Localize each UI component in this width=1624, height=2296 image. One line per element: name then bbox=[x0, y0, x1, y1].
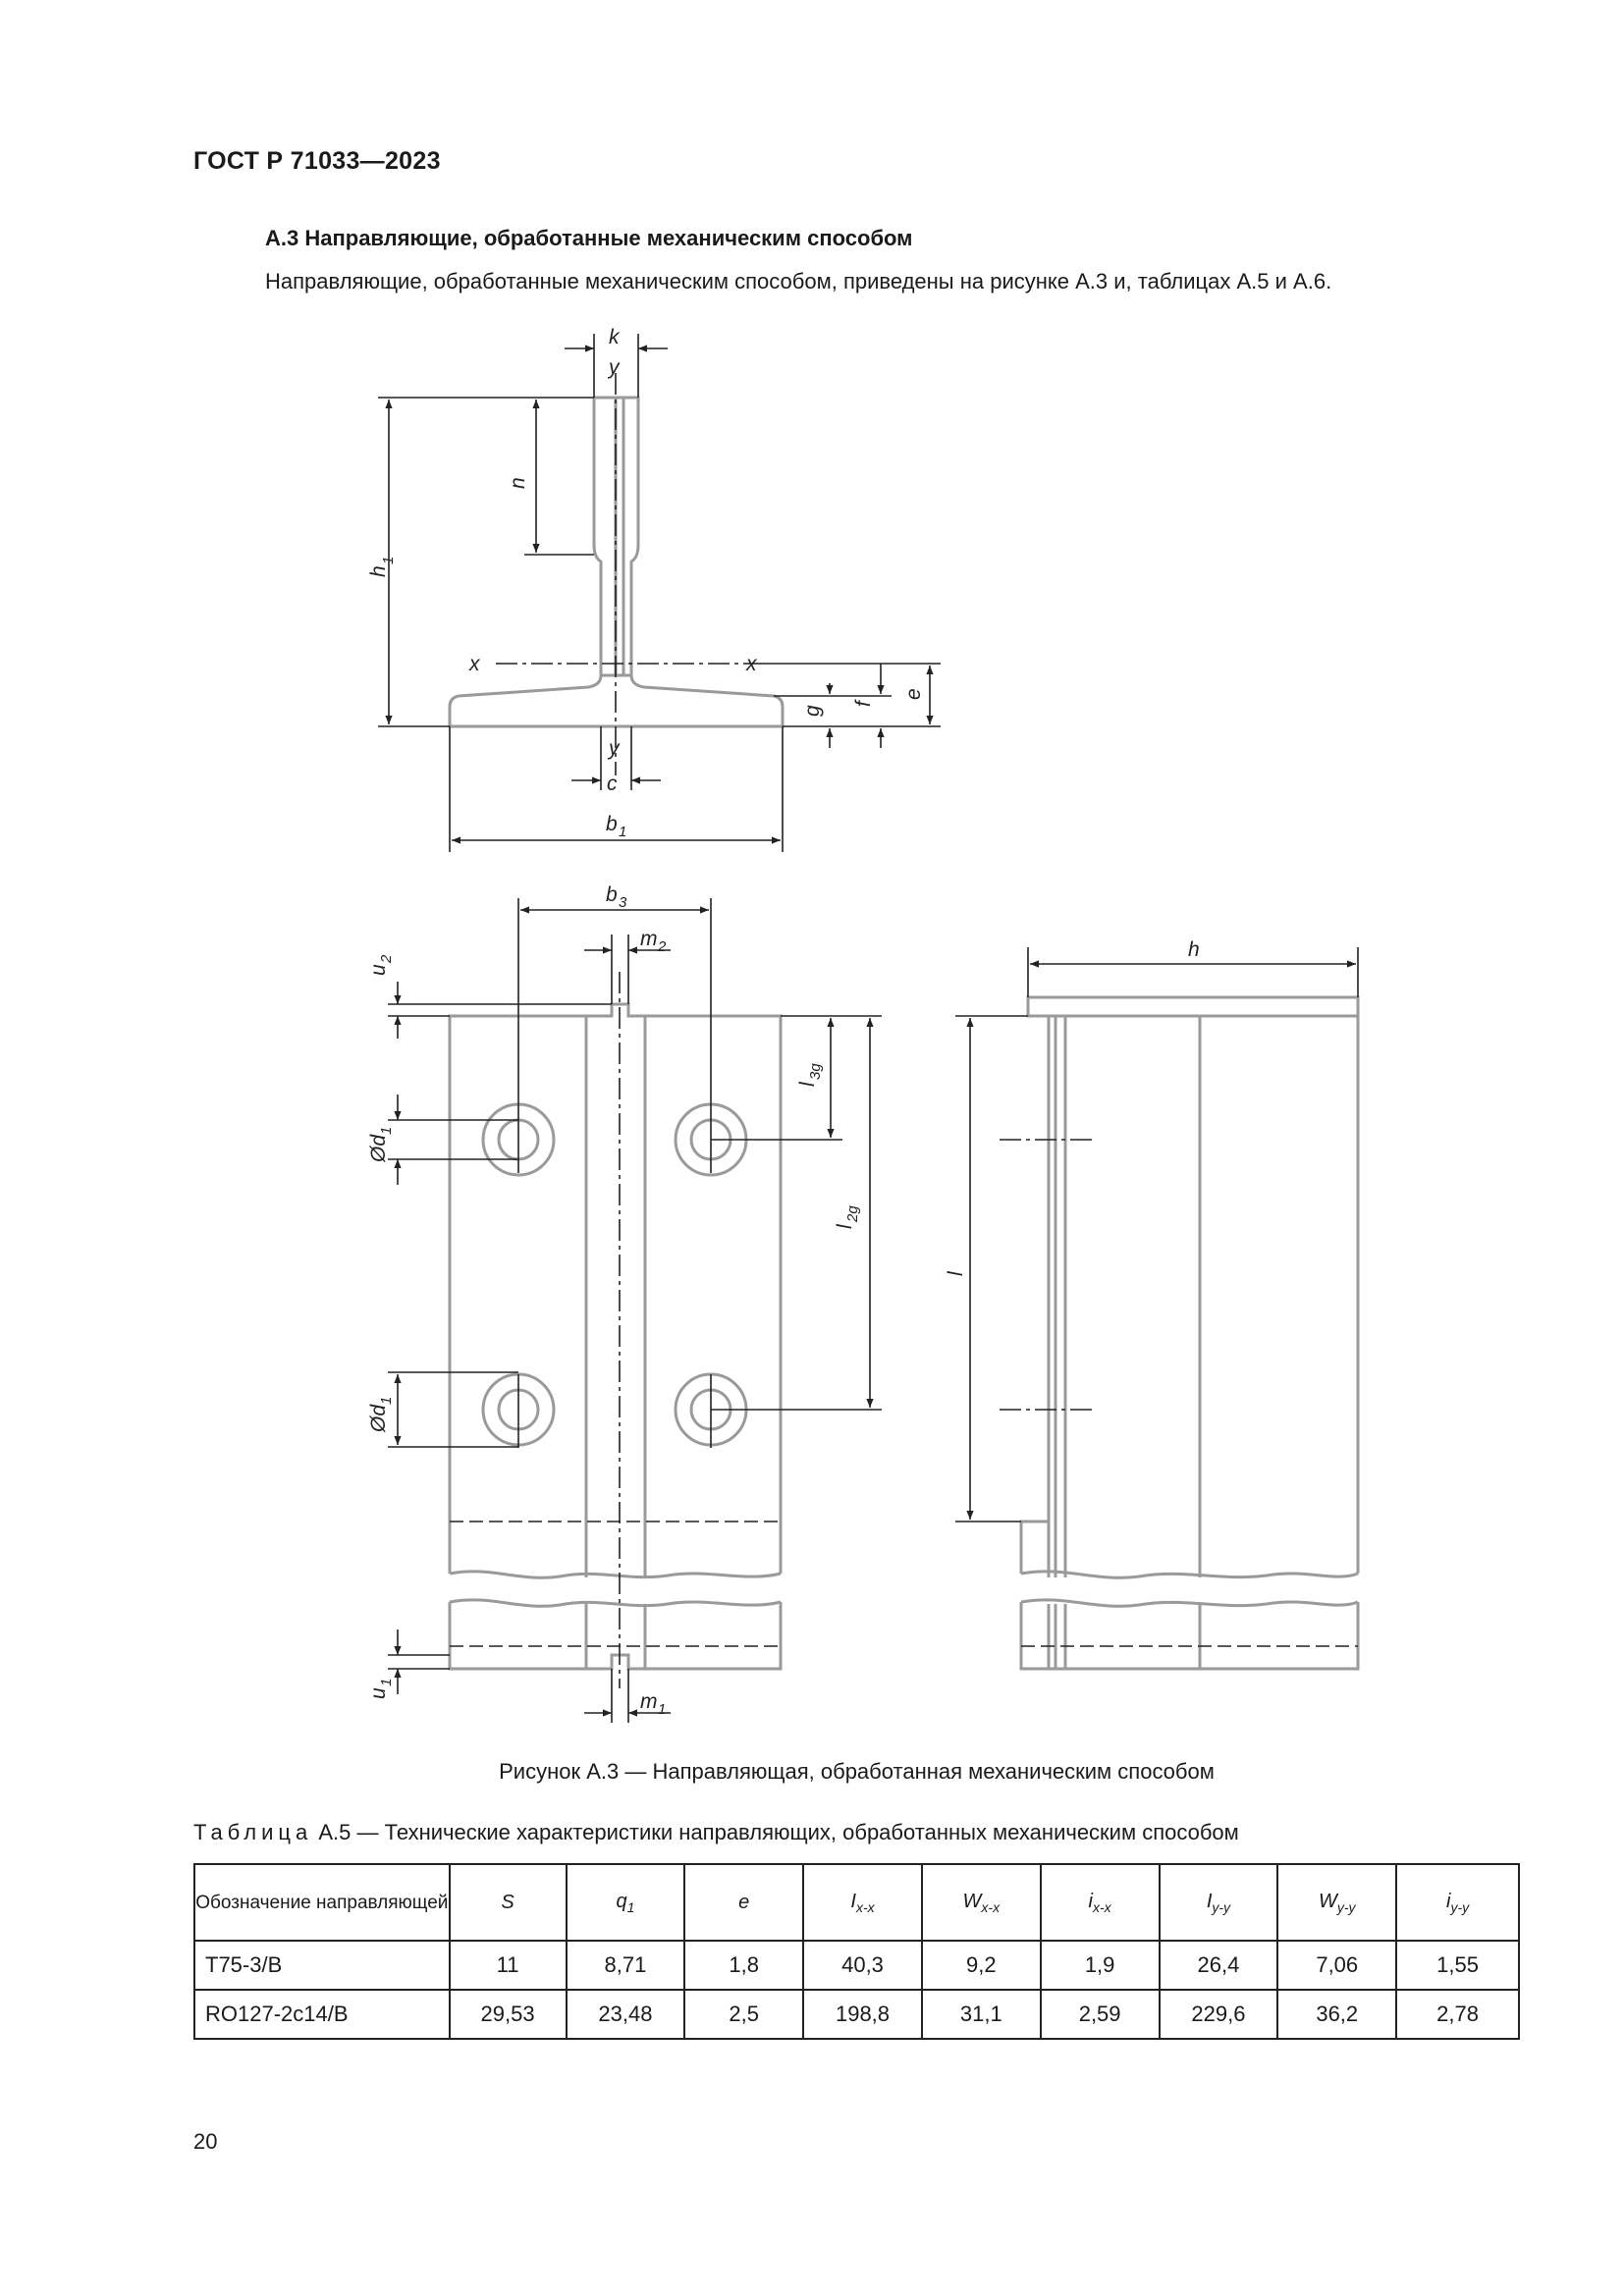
table-header-row: Обозначение направляющей S q1 e Ix-x Wx-… bbox=[193, 1863, 1520, 1942]
svg-text:u: u bbox=[367, 1687, 390, 1699]
label-x-left: x bbox=[468, 653, 481, 675]
svg-text:3: 3 bbox=[619, 894, 627, 911]
svg-text:h: h bbox=[367, 565, 390, 577]
cell-e: 2,5 bbox=[683, 1989, 805, 2040]
svg-text:u: u bbox=[367, 964, 390, 976]
svg-text:2g: 2g bbox=[844, 1205, 861, 1223]
cell-designation: Т75-3/В bbox=[193, 1940, 451, 1991]
cell-iyy-moment: 229,6 bbox=[1158, 1989, 1279, 2040]
svg-text:1: 1 bbox=[380, 557, 397, 564]
svg-text:m: m bbox=[640, 1690, 658, 1713]
front-view: b3 m2 u2 Ød1 Ød1 l3g l2g u1 m1 bbox=[367, 883, 882, 1723]
table-row: Т75-3/В 11 8,71 1,8 40,3 9,2 1,9 26,4 7,… bbox=[193, 1940, 1520, 1991]
svg-text:1: 1 bbox=[378, 1127, 395, 1135]
cell-ixx-radius: 1,9 bbox=[1039, 1940, 1161, 1991]
svg-text:l: l bbox=[796, 1081, 819, 1087]
label-k: k bbox=[609, 326, 621, 348]
header-e: e bbox=[683, 1863, 805, 1942]
label-d1-bottom: Ød1 bbox=[367, 1397, 395, 1433]
cell-s: 11 bbox=[448, 1940, 568, 1991]
svg-text:1: 1 bbox=[619, 824, 626, 840]
cell-q1: 8,71 bbox=[565, 1940, 686, 1991]
label-f: f bbox=[852, 699, 875, 707]
table-caption: Таблица А.5 — Технические характеристики… bbox=[193, 1820, 1239, 1845]
label-n: n bbox=[507, 477, 529, 489]
label-g: g bbox=[801, 705, 824, 717]
label-e: e bbox=[902, 688, 925, 700]
cell-ixx-radius: 2,59 bbox=[1039, 1989, 1161, 2040]
cell-iyy-radius: 1,55 bbox=[1395, 1940, 1520, 1991]
svg-text:1: 1 bbox=[378, 1679, 395, 1686]
cell-wxx: 31,1 bbox=[920, 1989, 1042, 2040]
svg-text:Ød: Ød bbox=[367, 1404, 390, 1433]
label-u2: u2 bbox=[367, 954, 395, 976]
svg-text:1: 1 bbox=[378, 1397, 395, 1405]
side-view: h l bbox=[945, 938, 1360, 1671]
label-c: c bbox=[607, 773, 618, 795]
svg-text:Ød: Ød bbox=[367, 1134, 390, 1163]
svg-text:1: 1 bbox=[658, 1701, 666, 1718]
header-iyy-moment: Iy-y bbox=[1158, 1863, 1279, 1942]
header-ixx-moment: Ix-x bbox=[802, 1863, 923, 1942]
cell-iyy-radius: 2,78 bbox=[1395, 1989, 1520, 2040]
header-designation: Обозначение направляющей bbox=[193, 1863, 451, 1942]
cell-e: 1,8 bbox=[683, 1940, 805, 1991]
table-caption-text: А.5 — Технические характеристики направл… bbox=[312, 1820, 1239, 1844]
header-s: S bbox=[448, 1863, 568, 1942]
svg-text:b: b bbox=[606, 883, 618, 906]
cell-s: 29,53 bbox=[448, 1989, 568, 2040]
table-row: RO127-2c14/B 29,53 23,48 2,5 198,8 31,1 … bbox=[193, 1989, 1520, 2040]
table-caption-prefix: Таблица bbox=[193, 1820, 313, 1844]
label-y-bottom: y bbox=[607, 737, 621, 760]
label-x-right: x bbox=[745, 653, 758, 675]
header-wxx: Wx-x bbox=[920, 1863, 1042, 1942]
label-l2g: l2g bbox=[834, 1205, 861, 1229]
label-l: l bbox=[945, 1270, 967, 1276]
figure-caption: Рисунок А.3 — Направляющая, обработанная… bbox=[499, 1759, 1215, 1784]
page-number: 20 bbox=[193, 2129, 218, 2154]
label-h: h bbox=[1188, 938, 1200, 961]
label-u1: u1 bbox=[367, 1679, 395, 1699]
label-l3g: l3g bbox=[796, 1063, 824, 1087]
section-title: А.3 Направляющие, обработанные механичес… bbox=[265, 226, 913, 250]
header-wyy: Wy-y bbox=[1276, 1863, 1398, 1942]
cell-designation: RO127-2c14/B bbox=[193, 1989, 451, 2040]
label-y-top: y bbox=[607, 356, 621, 379]
svg-text:b: b bbox=[606, 813, 618, 835]
header-ixx-radius: ix-x bbox=[1039, 1863, 1161, 1942]
header-iyy-radius: iy-y bbox=[1395, 1863, 1520, 1942]
label-h1: h1 bbox=[367, 557, 397, 577]
cell-iyy-moment: 26,4 bbox=[1158, 1940, 1279, 1991]
cell-ixx-moment: 40,3 bbox=[802, 1940, 923, 1991]
cell-wxx: 9,2 bbox=[920, 1940, 1042, 1991]
svg-text:3g: 3g bbox=[807, 1063, 824, 1080]
section-paragraph: Направляющие, обработанные механическим … bbox=[265, 269, 1332, 294]
cell-wyy: 36,2 bbox=[1276, 1989, 1398, 2040]
document-header: ГОСТ Р 71033—2023 bbox=[193, 147, 441, 175]
cell-ixx-moment: 198,8 bbox=[802, 1989, 923, 2040]
svg-text:m: m bbox=[640, 928, 658, 950]
header-q1: q1 bbox=[565, 1863, 686, 1942]
label-d1-top: Ød1 bbox=[367, 1127, 395, 1163]
svg-text:l: l bbox=[834, 1223, 856, 1229]
spec-table: Обозначение направляющей S q1 e Ix-x Wx-… bbox=[193, 1863, 1520, 2040]
svg-text:2: 2 bbox=[657, 938, 667, 955]
cell-wyy: 7,06 bbox=[1276, 1940, 1398, 1991]
svg-text:2: 2 bbox=[378, 954, 395, 964]
cell-q1: 23,48 bbox=[565, 1989, 686, 2040]
